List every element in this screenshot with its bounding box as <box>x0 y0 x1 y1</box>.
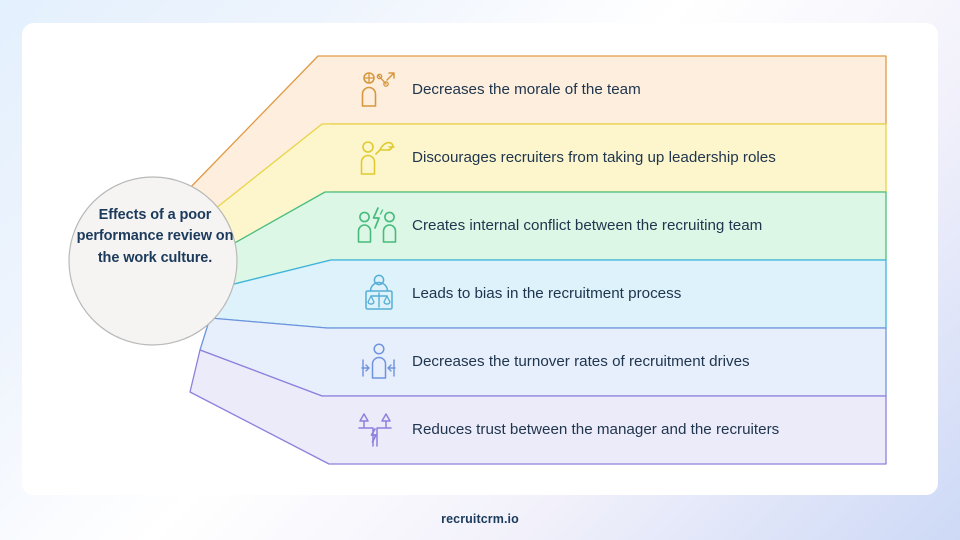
brand-footer: recruitcrm.io <box>441 512 519 526</box>
person-balance-scale-icon <box>365 274 393 310</box>
hub-label: Effects of a poor performance review on … <box>76 207 234 266</box>
row-label-5: Decreases the turnover rates of recruitm… <box>412 353 750 370</box>
row-label-4: Leads to bias in the recruitment process <box>412 285 682 302</box>
row-label-2: Discourages recruiters from taking up le… <box>412 149 776 166</box>
row-label-6: Reduces trust between the manager and th… <box>412 421 780 438</box>
person-percent-arrow-icon <box>361 72 395 107</box>
broken-trust-icon <box>358 413 392 447</box>
person-turnover-arrows-icon <box>361 343 396 379</box>
row-label-1: Decreases the morale of the team <box>412 81 641 98</box>
row-label-3: Creates internal conflict between the re… <box>412 217 763 234</box>
ribbon-shape-6[interactable] <box>189 349 887 465</box>
hub-circle[interactable] <box>68 176 238 346</box>
person-megaphone-icon <box>360 141 395 175</box>
two-people-conflict-icon <box>357 207 397 243</box>
